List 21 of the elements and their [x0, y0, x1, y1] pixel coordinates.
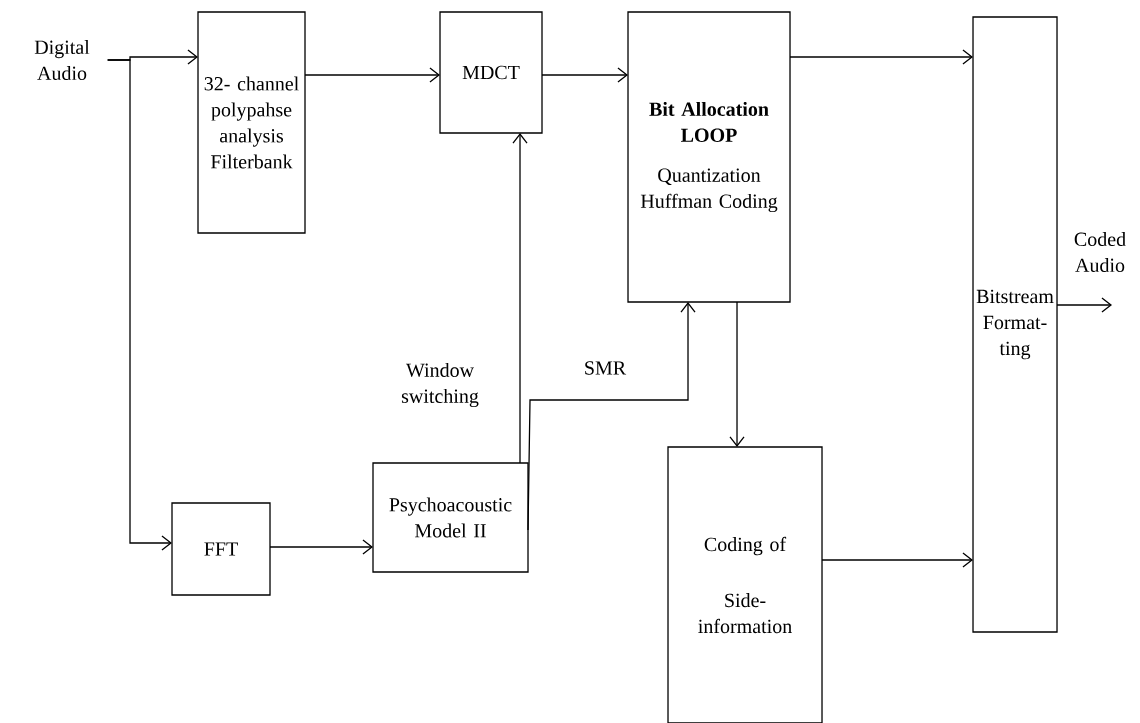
process-box: MDCT: [439, 11, 543, 134]
process-box: Coding of Side- information: [667, 446, 823, 723]
arrow: [269, 539, 373, 555]
process-box: FFT: [171, 502, 271, 596]
arrow: [729, 301, 745, 447]
arrow: [789, 49, 973, 65]
arrow: [541, 67, 628, 83]
arrow: [821, 552, 973, 568]
edge-label: Coded Audio: [1074, 231, 1126, 273]
process-box: 32- channel polypahse analysis Filterbank: [197, 11, 306, 234]
arrow: [1056, 297, 1112, 313]
edge-label: SMR: [585, 361, 627, 375]
arrow: [512, 133, 528, 464]
process-box: Bit Allocation LOOP Quantization Huffman Coding: [627, 11, 791, 303]
arrow: [527, 302, 696, 531]
arrow: [107, 59, 172, 551]
input-label: Digital Audio: [34, 39, 90, 81]
arrow: [304, 67, 440, 83]
process-box: Bitstream Format- ting: [972, 16, 1058, 633]
edge-label: Window switching: [401, 362, 479, 408]
process-box: Psychoacoustic Model II: [372, 462, 529, 573]
